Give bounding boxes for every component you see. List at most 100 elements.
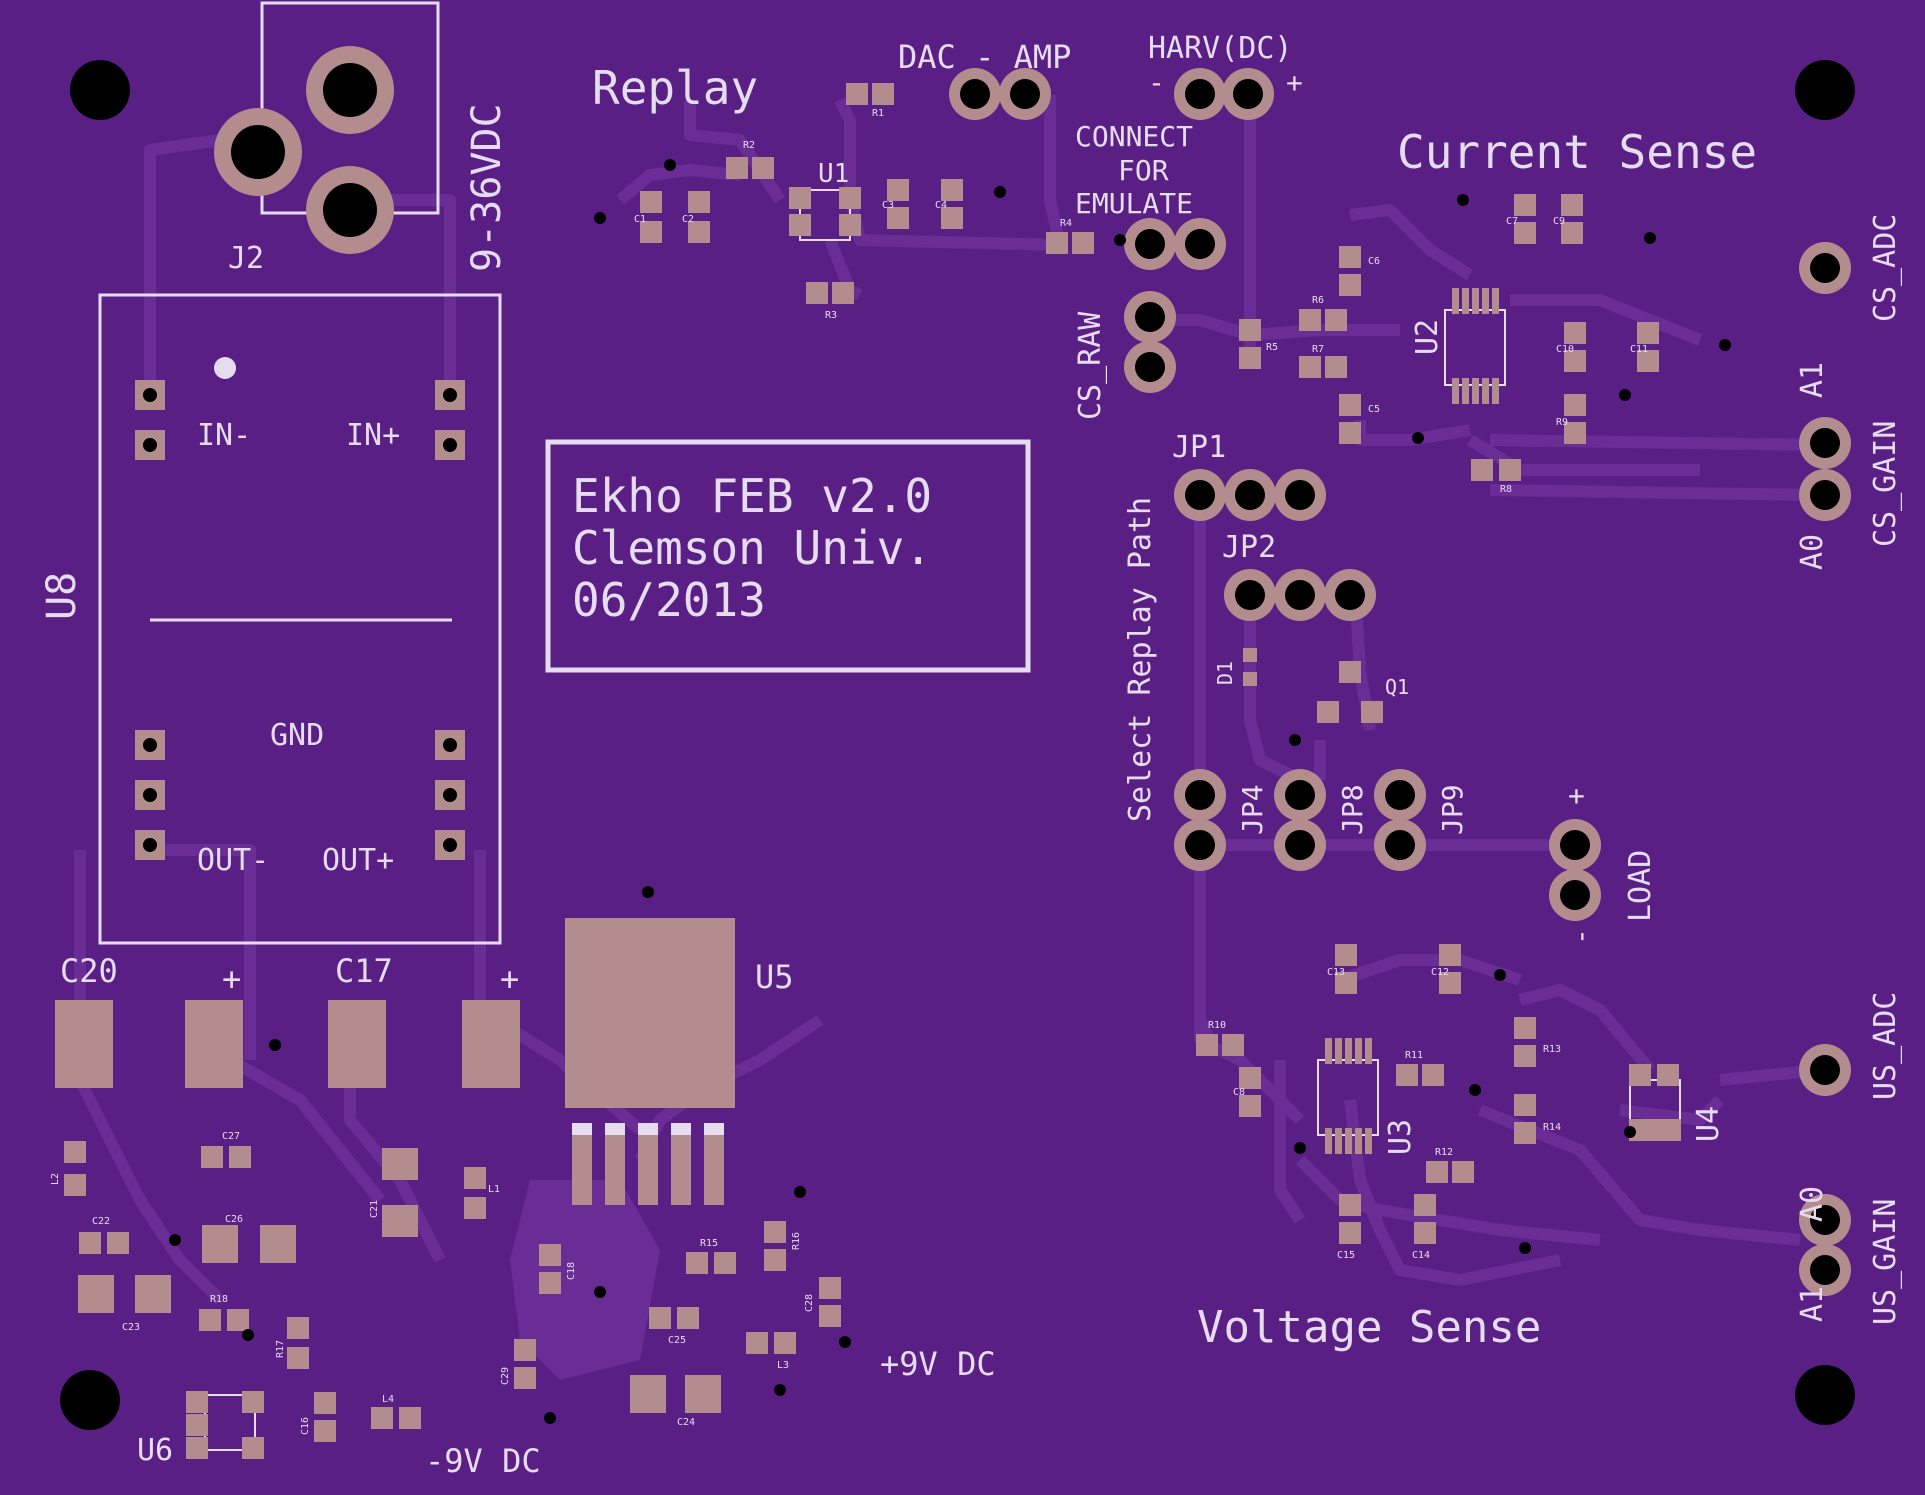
svg-text:JP4: JP4 — [1236, 784, 1269, 835]
svg-text:C6: C6 — [1368, 256, 1380, 267]
title-line-3: 06/2013 — [572, 573, 766, 627]
copper-plane — [510, 1180, 660, 1380]
svg-text:R5: R5 — [1266, 342, 1278, 353]
svg-text:C5: C5 — [1368, 404, 1380, 415]
svg-text:C3: C3 — [882, 200, 894, 211]
power-section: C20 + C17 + U5 L1 C21 L2 C27 C22 C26 C23… — [50, 918, 996, 1480]
svg-text:C2: C2 — [682, 214, 694, 225]
svg-text:C25: C25 — [668, 1335, 686, 1346]
svg-text:C18: C18 — [566, 1262, 577, 1280]
svg-text:C15: C15 — [1337, 1250, 1355, 1261]
svg-text:C7: C7 — [1506, 216, 1518, 227]
jp1-label: JP1 — [1172, 430, 1226, 465]
minus-9v-label: -9V DC — [425, 1442, 541, 1480]
svg-text:C27: C27 — [222, 1131, 240, 1142]
jp2-label: JP2 — [1222, 530, 1276, 565]
replay-path-section: JP1 JP2 Select Replay Path D1 Q1 JP4 JP8… — [1123, 430, 1658, 945]
svg-text:L3: L3 — [777, 1360, 789, 1371]
u4-label: U4 — [1691, 1106, 1726, 1142]
us-adc-label: US_ADC — [1868, 992, 1903, 1100]
load-label: LOAD — [1623, 850, 1658, 922]
svg-text:JP9: JP9 — [1436, 784, 1469, 835]
replay-label: Replay — [592, 61, 758, 115]
svg-text:C1: C1 — [634, 214, 646, 225]
svg-text:R17: R17 — [275, 1340, 286, 1358]
cs-adc-label: CS_ADC — [1868, 214, 1903, 322]
connector-j2: J2 9-36VDC — [214, 1, 510, 276]
module-u8: U8 IN- IN+ GND OUT- OUT+ — [39, 293, 502, 945]
current-sense-label: Current Sense — [1397, 125, 1757, 179]
current-sense-section: Current Sense U2 R5 R6 R7 C6 C5 C7 C9 C1… — [1239, 125, 1903, 570]
in-plus-label: IN+ — [346, 418, 400, 453]
cs-a1-label: A1 — [1795, 362, 1830, 398]
svg-text:L2: L2 — [50, 1173, 61, 1185]
svg-text:C4: C4 — [935, 200, 947, 211]
gnd-label: GND — [270, 718, 324, 753]
c20-label: C20 — [60, 952, 118, 990]
select-replay-label: Select Replay Path — [1123, 497, 1158, 822]
u2-label: U2 — [1410, 319, 1445, 355]
j2-label: J2 — [228, 241, 264, 276]
svg-text:C12: C12 — [1431, 967, 1449, 978]
u8-label: U8 — [39, 572, 85, 620]
us-a1-label: A1 — [1795, 1286, 1830, 1322]
svg-text:C10: C10 — [1556, 344, 1574, 355]
title-line-2: Clemson Univ. — [572, 521, 932, 575]
mounting-hole — [60, 1370, 120, 1430]
svg-text:R14: R14 — [1543, 1122, 1561, 1133]
cs-gain-label: CS_GAIN — [1868, 421, 1903, 547]
c17-label: C17 — [335, 952, 393, 990]
harv-label: HARV(DC) — [1148, 31, 1293, 66]
replay-section: Replay DAC - AMP U1 R1 R2 R3 R4 C1 C2 C3… — [592, 38, 1094, 321]
harv-plus: + — [1286, 66, 1303, 99]
svg-text:R15: R15 — [700, 1238, 718, 1249]
svg-text:R9: R9 — [1556, 417, 1568, 428]
svg-text:D1: D1 — [1213, 661, 1237, 685]
mounting-holes — [60, 60, 1855, 1430]
svg-text:R13: R13 — [1543, 1044, 1561, 1055]
svg-text:C26: C26 — [225, 1214, 243, 1225]
svg-text:R11: R11 — [1405, 1050, 1423, 1061]
mounting-hole — [70, 60, 130, 120]
in-minus-label: IN- — [197, 418, 251, 453]
c20-plus: + — [222, 960, 241, 998]
svg-text:C29: C29 — [500, 1367, 511, 1385]
harv-section: HARV(DC) - + CONNECT FOR EMULATE CS_RAW — [1073, 31, 1303, 420]
svg-text:C22: C22 — [92, 1216, 110, 1227]
title-box: Ekho FEB v2.0 Clemson Univ. 06/2013 — [545, 439, 1031, 673]
svg-text:JP8: JP8 — [1336, 784, 1369, 835]
u6-label: U6 — [137, 1433, 173, 1468]
svg-text:R16: R16 — [791, 1232, 802, 1250]
svg-text:-: - — [1564, 928, 1597, 945]
plus-9v-label: +9V DC — [880, 1345, 996, 1383]
out-plus-label: OUT+ — [322, 843, 394, 878]
svg-text:C24: C24 — [677, 1417, 695, 1428]
dac-amp-label: DAC - AMP — [898, 38, 1071, 76]
title-line-1: Ekho FEB v2.0 — [572, 469, 932, 523]
svg-text:R18: R18 — [210, 1294, 228, 1305]
svg-text:C23: C23 — [122, 1322, 140, 1333]
svg-text:C16: C16 — [300, 1417, 311, 1435]
svg-text:+: + — [1568, 779, 1585, 812]
svg-text:C14: C14 — [1412, 1250, 1430, 1261]
u8-outline — [98, 293, 502, 945]
connect-label-2: FOR — [1118, 154, 1169, 187]
cs-a0-label: A0 — [1795, 534, 1830, 570]
mounting-hole — [1795, 60, 1855, 120]
vias — [169, 159, 1731, 1424]
harv-minus: - — [1148, 66, 1165, 99]
title-frame — [545, 439, 1031, 673]
svg-text:C11: C11 — [1630, 344, 1648, 355]
svg-text:C9: C9 — [1553, 216, 1565, 227]
u8-pin1-dot — [214, 357, 236, 379]
svg-text:L4: L4 — [382, 1394, 394, 1405]
svg-text:C21: C21 — [369, 1200, 380, 1218]
voltage-sense-label: Voltage Sense — [1197, 1302, 1541, 1353]
svg-text:R7: R7 — [1312, 344, 1324, 355]
svg-text:R12: R12 — [1435, 1147, 1453, 1158]
cs-raw-label: CS_RAW — [1073, 311, 1108, 420]
svg-text:R6: R6 — [1312, 295, 1324, 306]
us-gain-label: US_GAIN — [1868, 1199, 1903, 1325]
connect-label-3: EMULATE — [1075, 187, 1193, 220]
